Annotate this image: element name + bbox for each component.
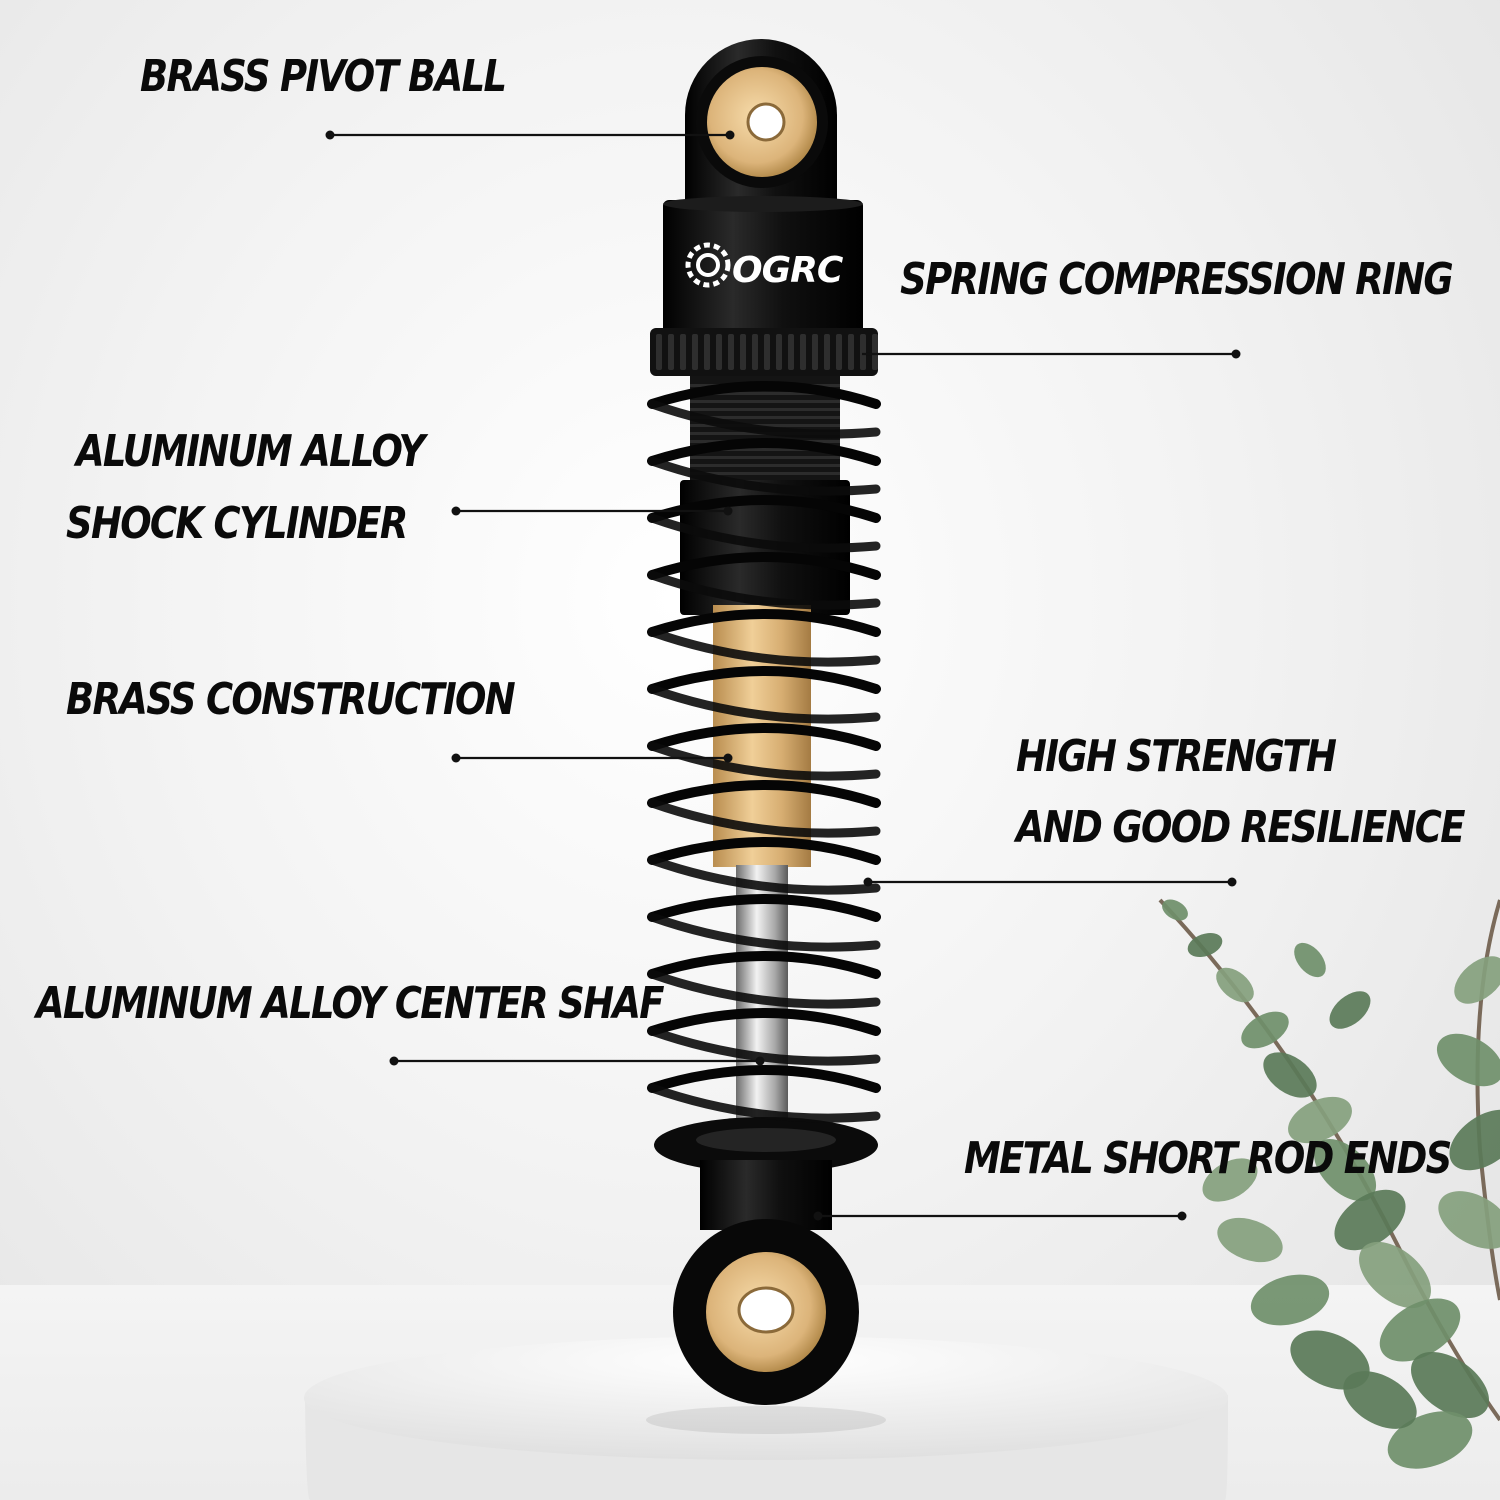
label-center-shaft: ALUMINUM ALLOY CENTER SHAF: [36, 978, 665, 1029]
label-brass-pivot-ball: BRASS PIVOT BALL: [140, 51, 507, 102]
label-spring-compression-ring: SPRING COMPRESSION RING: [900, 254, 1454, 305]
label-brass-construction: BRASS CONSTRUCTION: [66, 674, 516, 725]
leader-lines: [325, 130, 1241, 1221]
label-resilience-line1: HIGH STRENGTH: [1016, 731, 1337, 782]
label-rod-ends: METAL SHORT ROD ENDS: [964, 1133, 1452, 1184]
eucalyptus-branch: [1158, 898, 1500, 1469]
upper-cap: OGRC: [663, 196, 863, 335]
top-rod-end: [685, 39, 837, 205]
brand-logo: OGRC: [732, 250, 844, 291]
label-resilience-line2: AND GOOD RESILIENCE: [1016, 802, 1466, 853]
bottom-rod-end: [654, 1117, 878, 1405]
spring-compression-ring: [650, 328, 878, 376]
label-shock-cylinder-line2: SHOCK CYLINDER: [66, 498, 408, 549]
gear-logo-icon: [685, 242, 731, 288]
label-shock-cylinder-line1: ALUMINUM ALLOY: [76, 426, 425, 477]
